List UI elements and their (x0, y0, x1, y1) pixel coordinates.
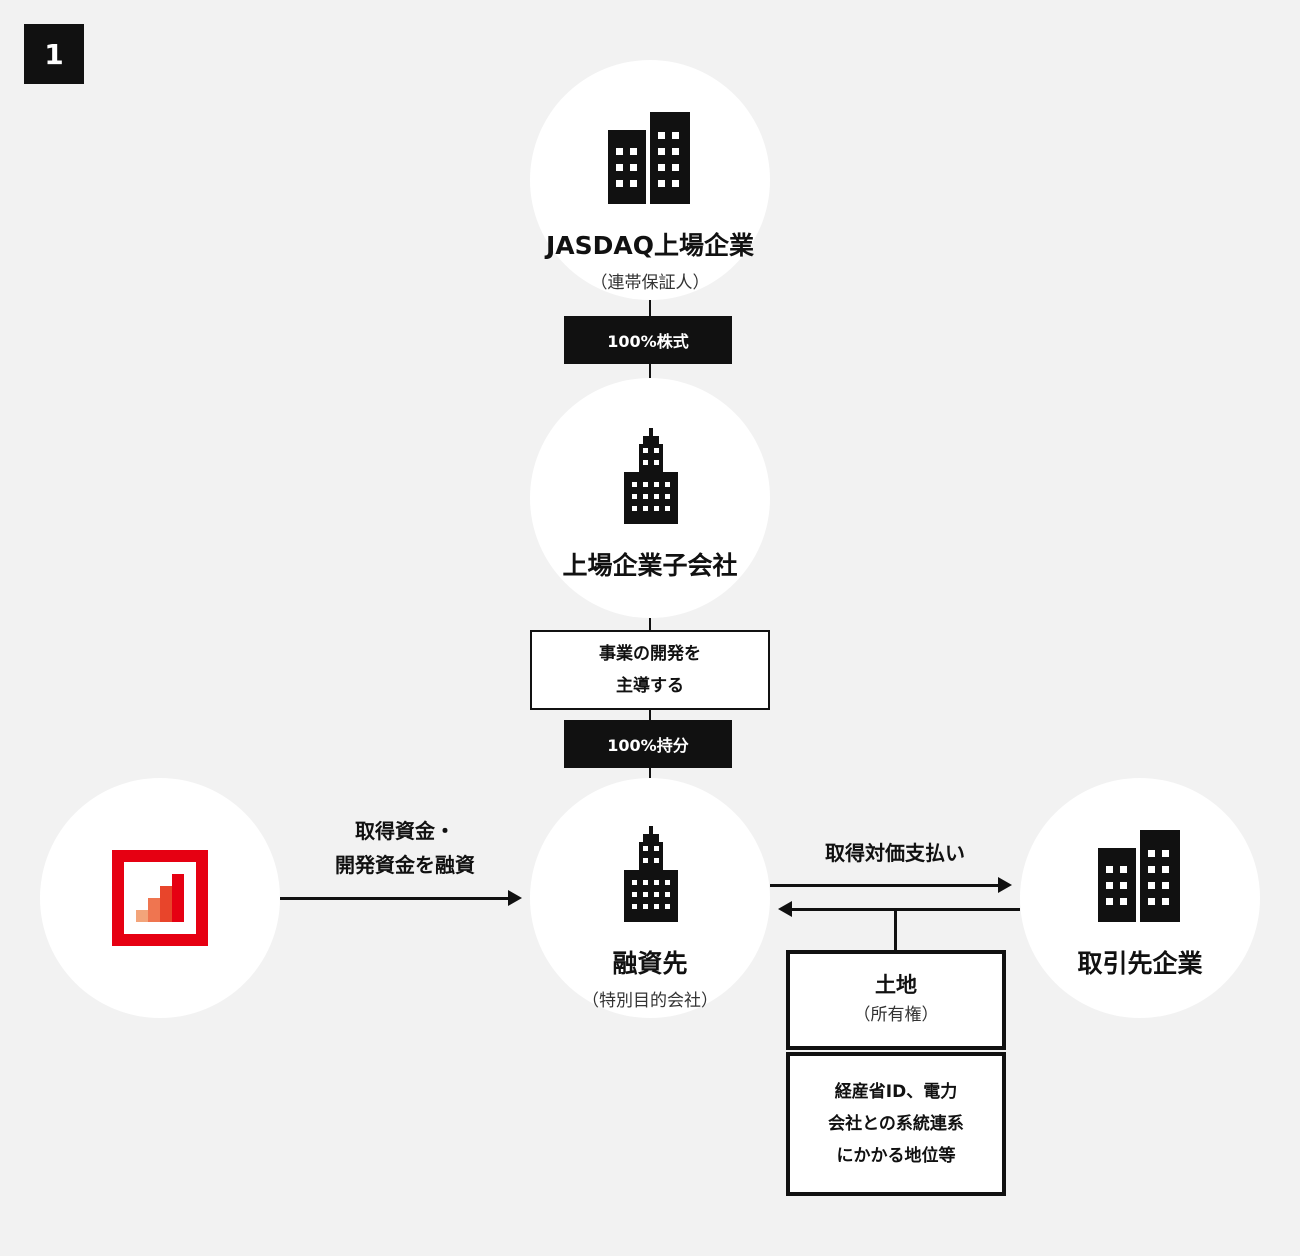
arrowhead-right-icon (508, 890, 522, 906)
shares-tag: 100%株式 (564, 316, 732, 364)
connector-line (894, 910, 897, 952)
rights-line: にかかる地位等 (836, 1146, 956, 1166)
asset-transfer-arrow (792, 908, 1020, 911)
land-box: 土地 （所有権） (786, 950, 1006, 1050)
financing-line: 取得資金・ (355, 819, 455, 843)
borrower-title: 融資先 (612, 949, 688, 978)
parent-title: JASDAQ上場企業 (545, 231, 754, 260)
step-badge: 1 (24, 24, 84, 84)
lead-line: 事業の開発を (599, 644, 701, 664)
rights-line: 経産省ID、電力 (834, 1082, 958, 1102)
lead-line: 主導する (616, 676, 684, 696)
lead-box: 事業の開発を 主導する (530, 630, 770, 710)
financing-label: 取得資金・ 開発資金を融資 (290, 814, 520, 882)
arrowhead-left-icon (778, 901, 792, 917)
tower-building-icon (624, 428, 678, 524)
office-building-icon (1098, 830, 1180, 922)
subsidiary-title: 上場企業子会社 (562, 551, 738, 580)
land-title: 土地 (875, 973, 917, 997)
equity-tag: 100%持分 (564, 720, 732, 768)
rights-box: 経産省ID、電力 会社との系統連系 にかかる地位等 (786, 1052, 1006, 1196)
land-subtitle: （所有権） (853, 1005, 939, 1025)
payment-label: 取得対価支払い (825, 841, 965, 865)
rights-line: 会社との系統連系 (828, 1114, 964, 1134)
office-building-icon (608, 112, 690, 204)
partner-title: 取引先企業 (1077, 949, 1203, 978)
financing-line: 開発資金を融資 (335, 853, 475, 877)
parent-subtitle: （連帯保証人） (590, 273, 710, 293)
arrowhead-right-icon (998, 877, 1012, 893)
financing-arrow (280, 897, 510, 900)
lender-logo (112, 850, 208, 946)
payment-arrow (770, 884, 1000, 887)
borrower-subtitle: （特別目的会社） (582, 991, 718, 1011)
tower-building-icon (624, 826, 678, 922)
